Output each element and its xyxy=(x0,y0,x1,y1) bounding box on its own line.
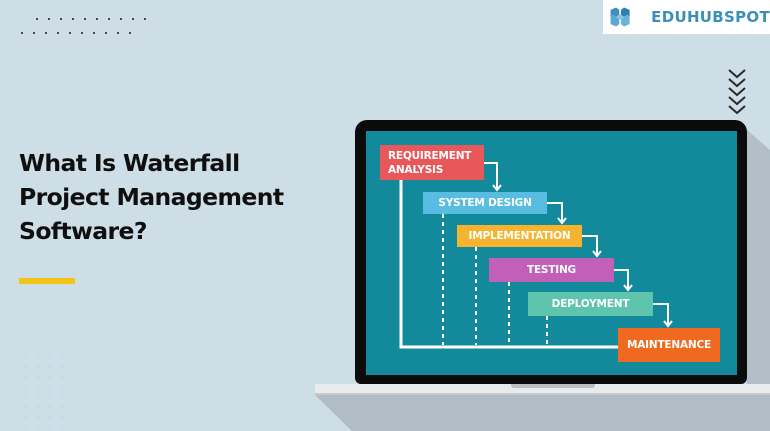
laptop-base-notch xyxy=(511,384,595,388)
stage-requirement-analysis: REQUIREMENT ANALYSIS xyxy=(380,145,484,180)
title-line-1: What Is Waterfall xyxy=(19,149,240,177)
decorative-dots-row-2 xyxy=(21,32,141,34)
decorative-dots-row-1 xyxy=(36,18,156,20)
title-line-3: Software? xyxy=(19,217,147,245)
stage-implementation: IMPLEMENTATION xyxy=(457,225,582,247)
chevrons-down-icon xyxy=(728,69,746,114)
hexagon-cube-logo-icon xyxy=(610,7,630,27)
page-title: What Is Waterfall Project Management Sof… xyxy=(19,146,349,248)
stage-maintenance: MAINTENANCE xyxy=(618,328,720,362)
title-accent-bar xyxy=(19,278,75,284)
stage-testing: TESTING xyxy=(489,258,614,282)
stage-label-line-2: ANALYSIS xyxy=(388,163,444,176)
laptop-base xyxy=(315,384,770,395)
title-line-2: Project Management xyxy=(19,183,284,211)
decorative-dot-grid xyxy=(20,352,70,431)
brand-name: EDUHUBSPOT xyxy=(651,8,770,26)
stage-label-line-1: REQUIREMENT xyxy=(388,149,472,162)
stage-system-design: SYSTEM DESIGN xyxy=(423,192,547,214)
brand-logo[interactable]: EDUHUBSPOT xyxy=(603,0,770,34)
stage-deployment: DEPLOYMENT xyxy=(528,292,653,316)
